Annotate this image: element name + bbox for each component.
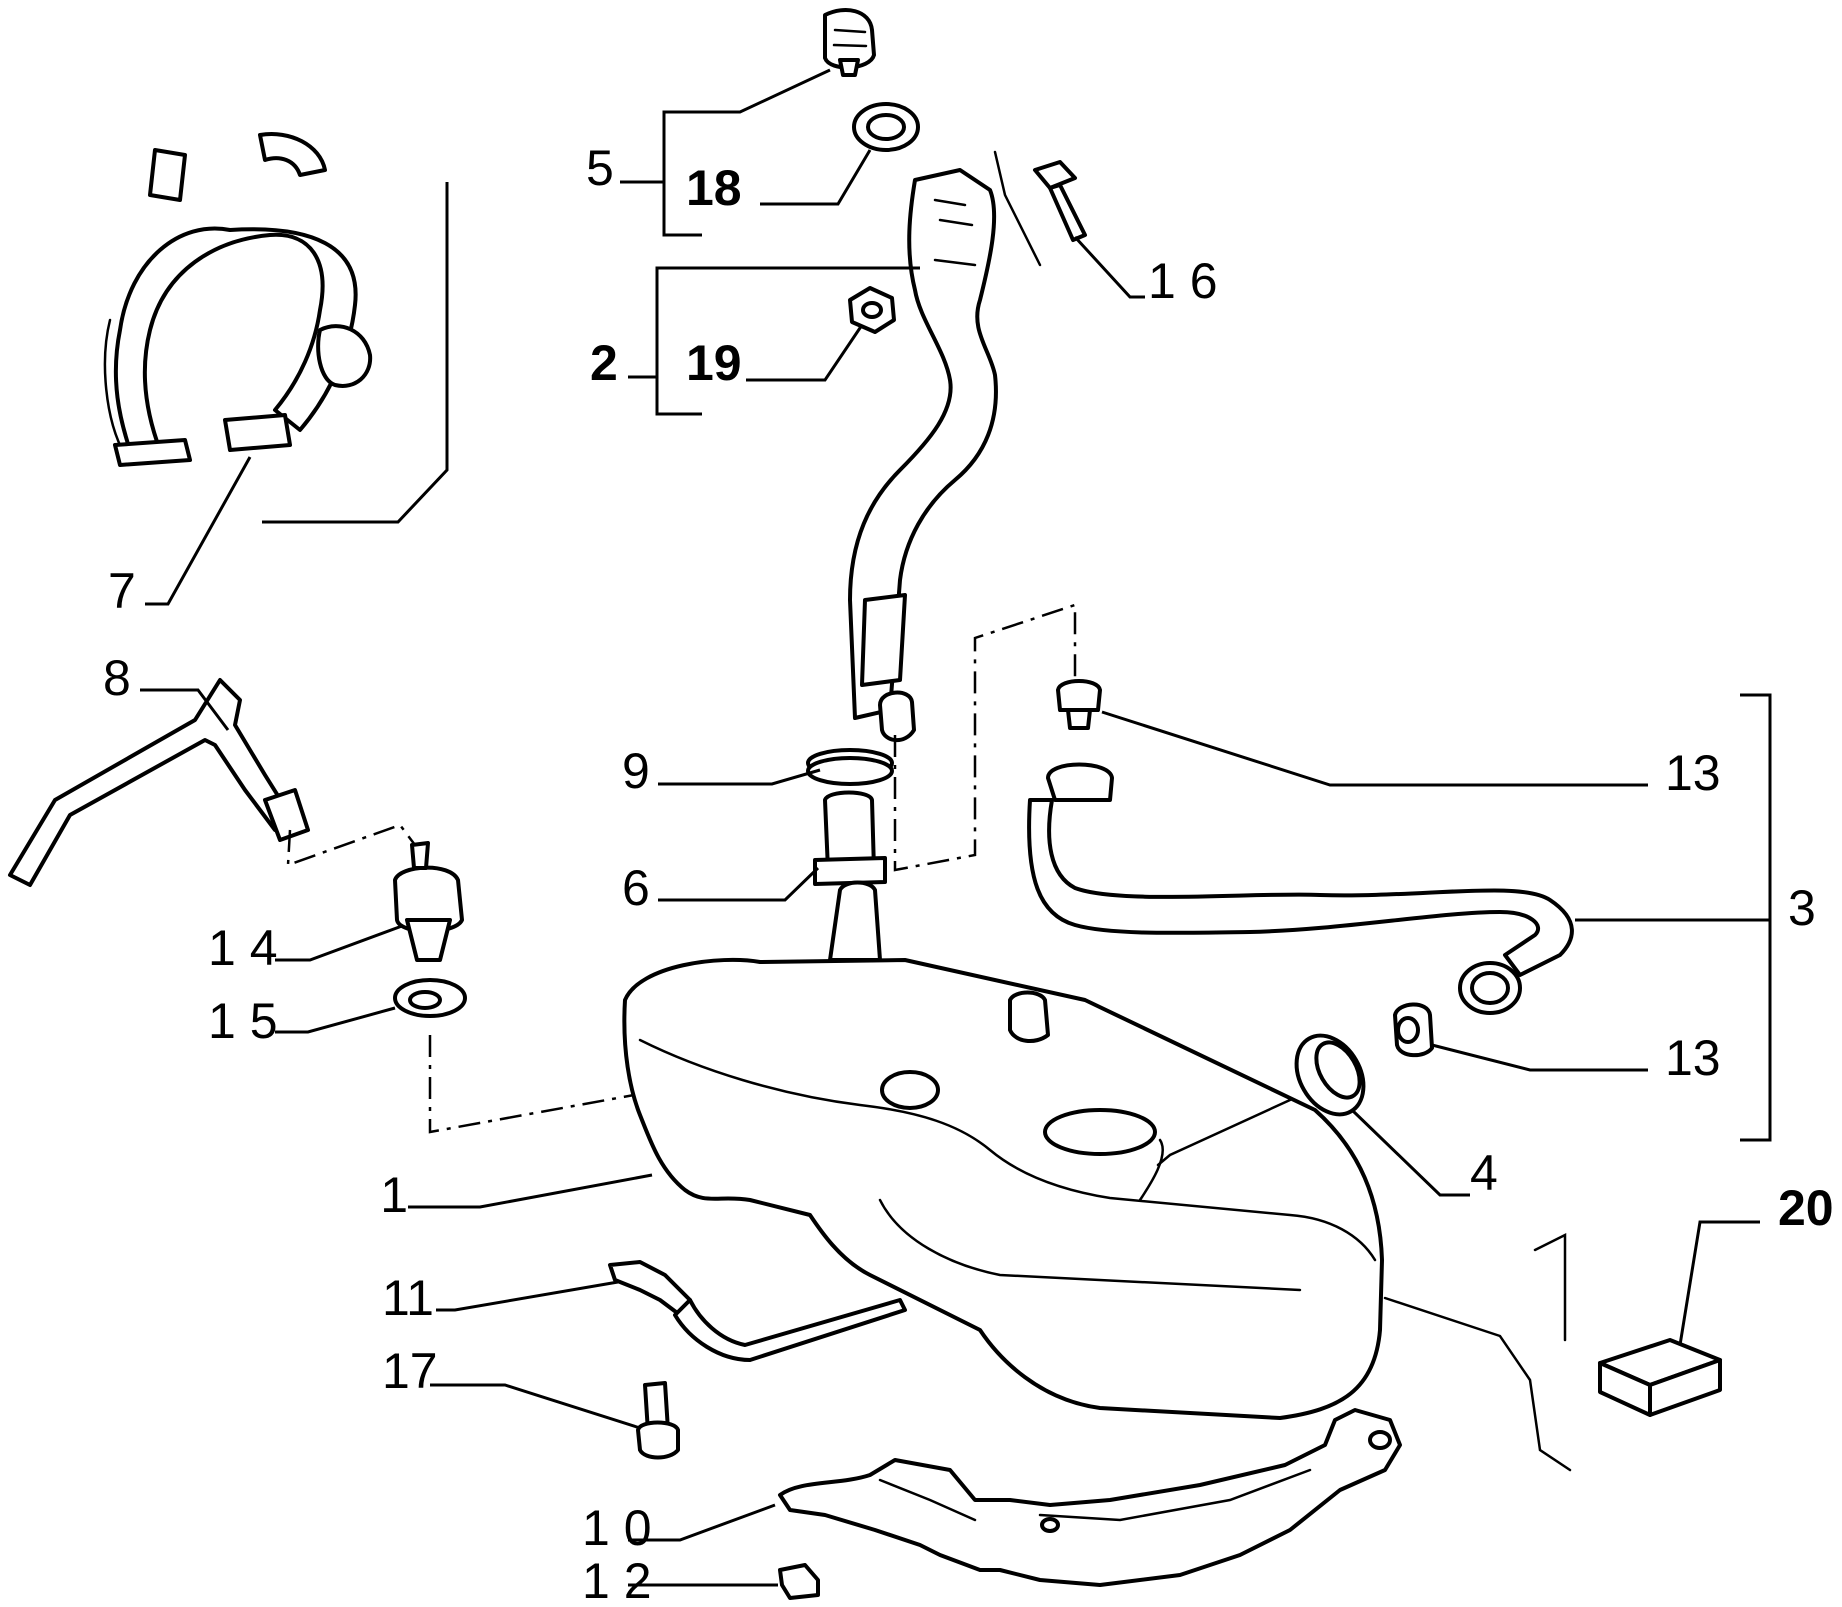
leader-14 (275, 924, 403, 962)
part-14-valve (393, 841, 464, 962)
callout-7: 7 (108, 563, 136, 619)
leader-13a (1101, 710, 1648, 787)
leader-2-tick (993, 150, 1042, 267)
leader-19 (746, 324, 864, 382)
callout-8: 8 (103, 650, 131, 706)
leader-11 (436, 1280, 619, 1312)
leader-2 (655, 266, 920, 416)
callout-19: 19 (686, 335, 742, 391)
leader-16 (1073, 235, 1145, 299)
part-19-nut (848, 286, 896, 334)
part-16-bolt (1033, 160, 1087, 242)
part-5-filler-cap (823, 8, 876, 77)
leader-4 (1350, 1108, 1470, 1197)
part-3-filler-hose (1027, 762, 1574, 1015)
part-13a-fitting (1056, 679, 1102, 730)
part-17-bolt (636, 1381, 680, 1460)
leader-7 (145, 456, 252, 606)
leader-9 (658, 768, 821, 786)
callout-1: 1 (380, 1167, 408, 1223)
leader-tank-right (1383, 1296, 1572, 1472)
part-10-guard-plate (778, 1408, 1402, 1587)
callout-17: 17 (382, 1343, 438, 1399)
callout-18: 18 (686, 160, 742, 216)
part-2-filler-neck (848, 168, 998, 743)
part-8-breather-pipe (8, 678, 310, 887)
leader-20 (1678, 1220, 1760, 1346)
callout-3: 3 (1788, 880, 1816, 936)
callout-13b: 13 (1665, 1030, 1721, 1086)
leader-18 (760, 149, 872, 206)
callout-12: 1 2 (582, 1553, 652, 1607)
callout-15: 1 5 (208, 993, 278, 1049)
callout-20: 20 (1778, 1180, 1834, 1236)
callout-4: 4 (1470, 1145, 1498, 1201)
leader-15 (275, 1006, 396, 1034)
divider-line-7 (262, 182, 449, 524)
part-13b-fitting (1393, 1002, 1434, 1058)
leader-8 (140, 688, 230, 731)
leader-13b (1431, 1043, 1648, 1072)
part-6-sleeve (813, 790, 887, 886)
callout-16: 1 6 (1148, 253, 1218, 309)
leader-6 (658, 866, 820, 902)
part-1-fuel-tank (622, 880, 1384, 1420)
part-4-clamp (1294, 1033, 1366, 1117)
callout-2: 2 (590, 335, 618, 391)
part-12-clip (778, 1563, 820, 1600)
callout-13a: 13 (1665, 745, 1721, 801)
part-18-seal-ring (852, 102, 920, 152)
leader-4-tick (1156, 1098, 1292, 1167)
leader-1 (408, 1173, 653, 1209)
callout-9: 9 (622, 743, 650, 799)
callout-6: 6 (622, 860, 650, 916)
thin-line-right (1533, 1232, 1567, 1342)
leader-10 (628, 1503, 776, 1542)
leader-5 (662, 68, 831, 237)
callout-14: 1 4 (208, 920, 278, 976)
callout-11: 11 (382, 1270, 434, 1326)
callout-10: 1 0 (582, 1500, 652, 1556)
callout-5: 5 (586, 140, 614, 196)
leader-17 (430, 1383, 641, 1430)
part-9-hose-clamp (806, 748, 894, 786)
part-11-strap (608, 1260, 907, 1362)
bracket-3 (1740, 693, 1772, 1142)
part-15-grommet (393, 978, 467, 1018)
dash-neck-hose (893, 603, 1077, 872)
part-7-ring-bracket (103, 132, 373, 467)
dash-8-14 (286, 823, 416, 867)
part-20-pad (1598, 1338, 1722, 1417)
